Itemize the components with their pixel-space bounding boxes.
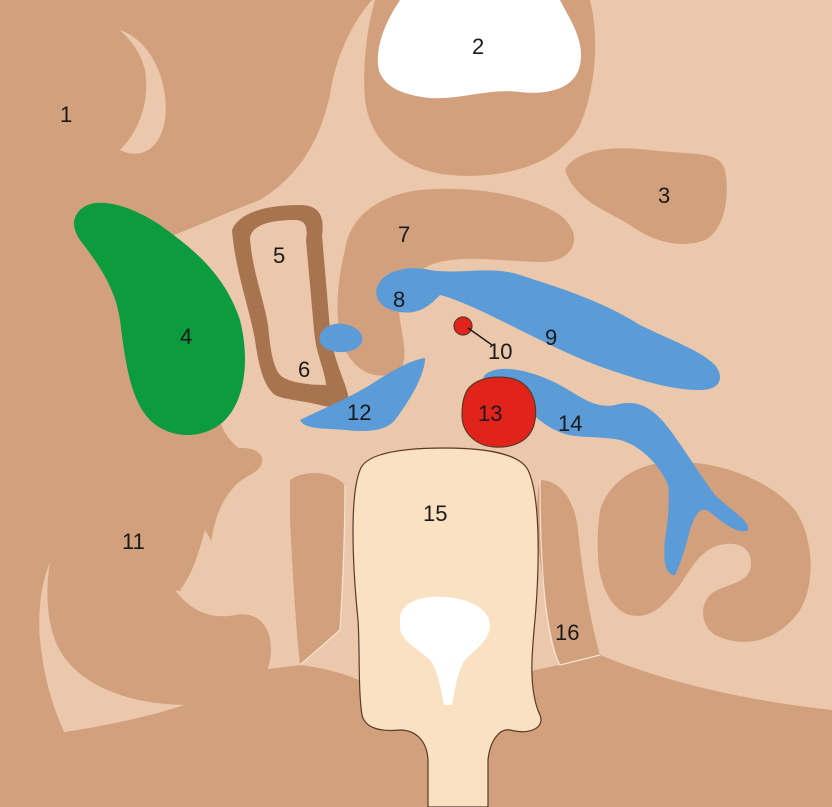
label-15: 15 bbox=[423, 501, 447, 526]
label-3: 3 bbox=[658, 183, 670, 208]
label-10: 10 bbox=[488, 339, 512, 364]
label-12: 12 bbox=[347, 400, 371, 425]
label-6: 6 bbox=[298, 357, 310, 382]
label-13: 13 bbox=[478, 401, 502, 426]
label-14: 14 bbox=[558, 411, 582, 436]
label-16: 16 bbox=[555, 620, 579, 645]
label-1: 1 bbox=[60, 102, 72, 127]
red-dot-10 bbox=[454, 317, 472, 335]
label-4: 4 bbox=[180, 324, 192, 349]
label-8: 8 bbox=[393, 287, 405, 312]
label-11: 11 bbox=[122, 529, 145, 554]
label-7: 7 bbox=[398, 222, 410, 247]
label-9: 9 bbox=[545, 325, 557, 350]
label-2: 2 bbox=[472, 34, 484, 59]
label-5: 5 bbox=[273, 243, 285, 268]
